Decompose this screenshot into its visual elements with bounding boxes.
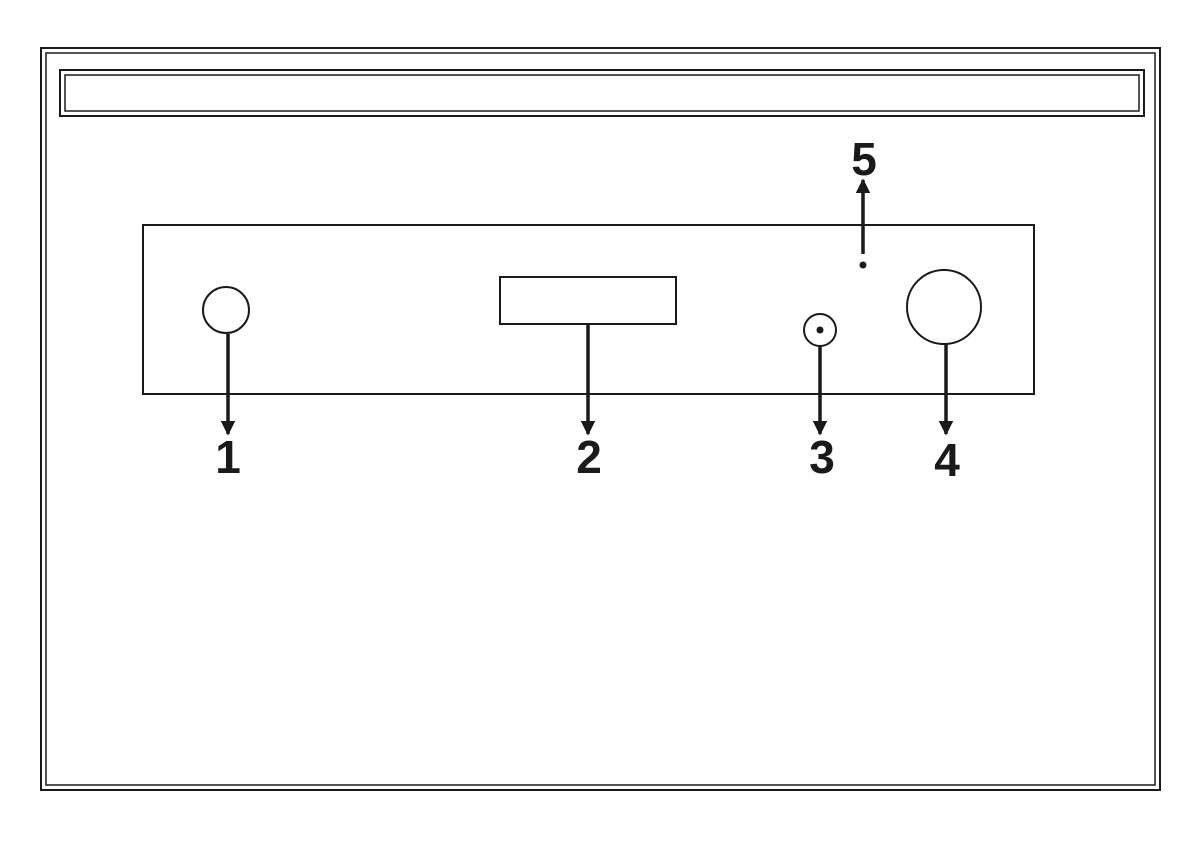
callout-5: 5 (851, 133, 877, 185)
large-knob (907, 270, 981, 344)
header-bar-outer (60, 70, 1144, 116)
page-frame-inner (46, 53, 1155, 785)
leader-arrows (228, 180, 946, 434)
header-bar (60, 70, 1144, 116)
header-bar-inner (65, 75, 1139, 111)
callout-4: 4 (934, 434, 960, 486)
callout-1: 1 (215, 431, 241, 483)
callout-2: 2 (576, 431, 602, 483)
display-window (500, 277, 676, 324)
callout-3: 3 (809, 431, 835, 483)
small-jack-center (817, 327, 824, 334)
round-button (203, 287, 249, 333)
callout-labels: 1 2 3 4 5 (215, 133, 960, 486)
indicator-light (860, 262, 867, 269)
page-frame-outer (41, 48, 1160, 790)
page-frame (41, 48, 1160, 790)
